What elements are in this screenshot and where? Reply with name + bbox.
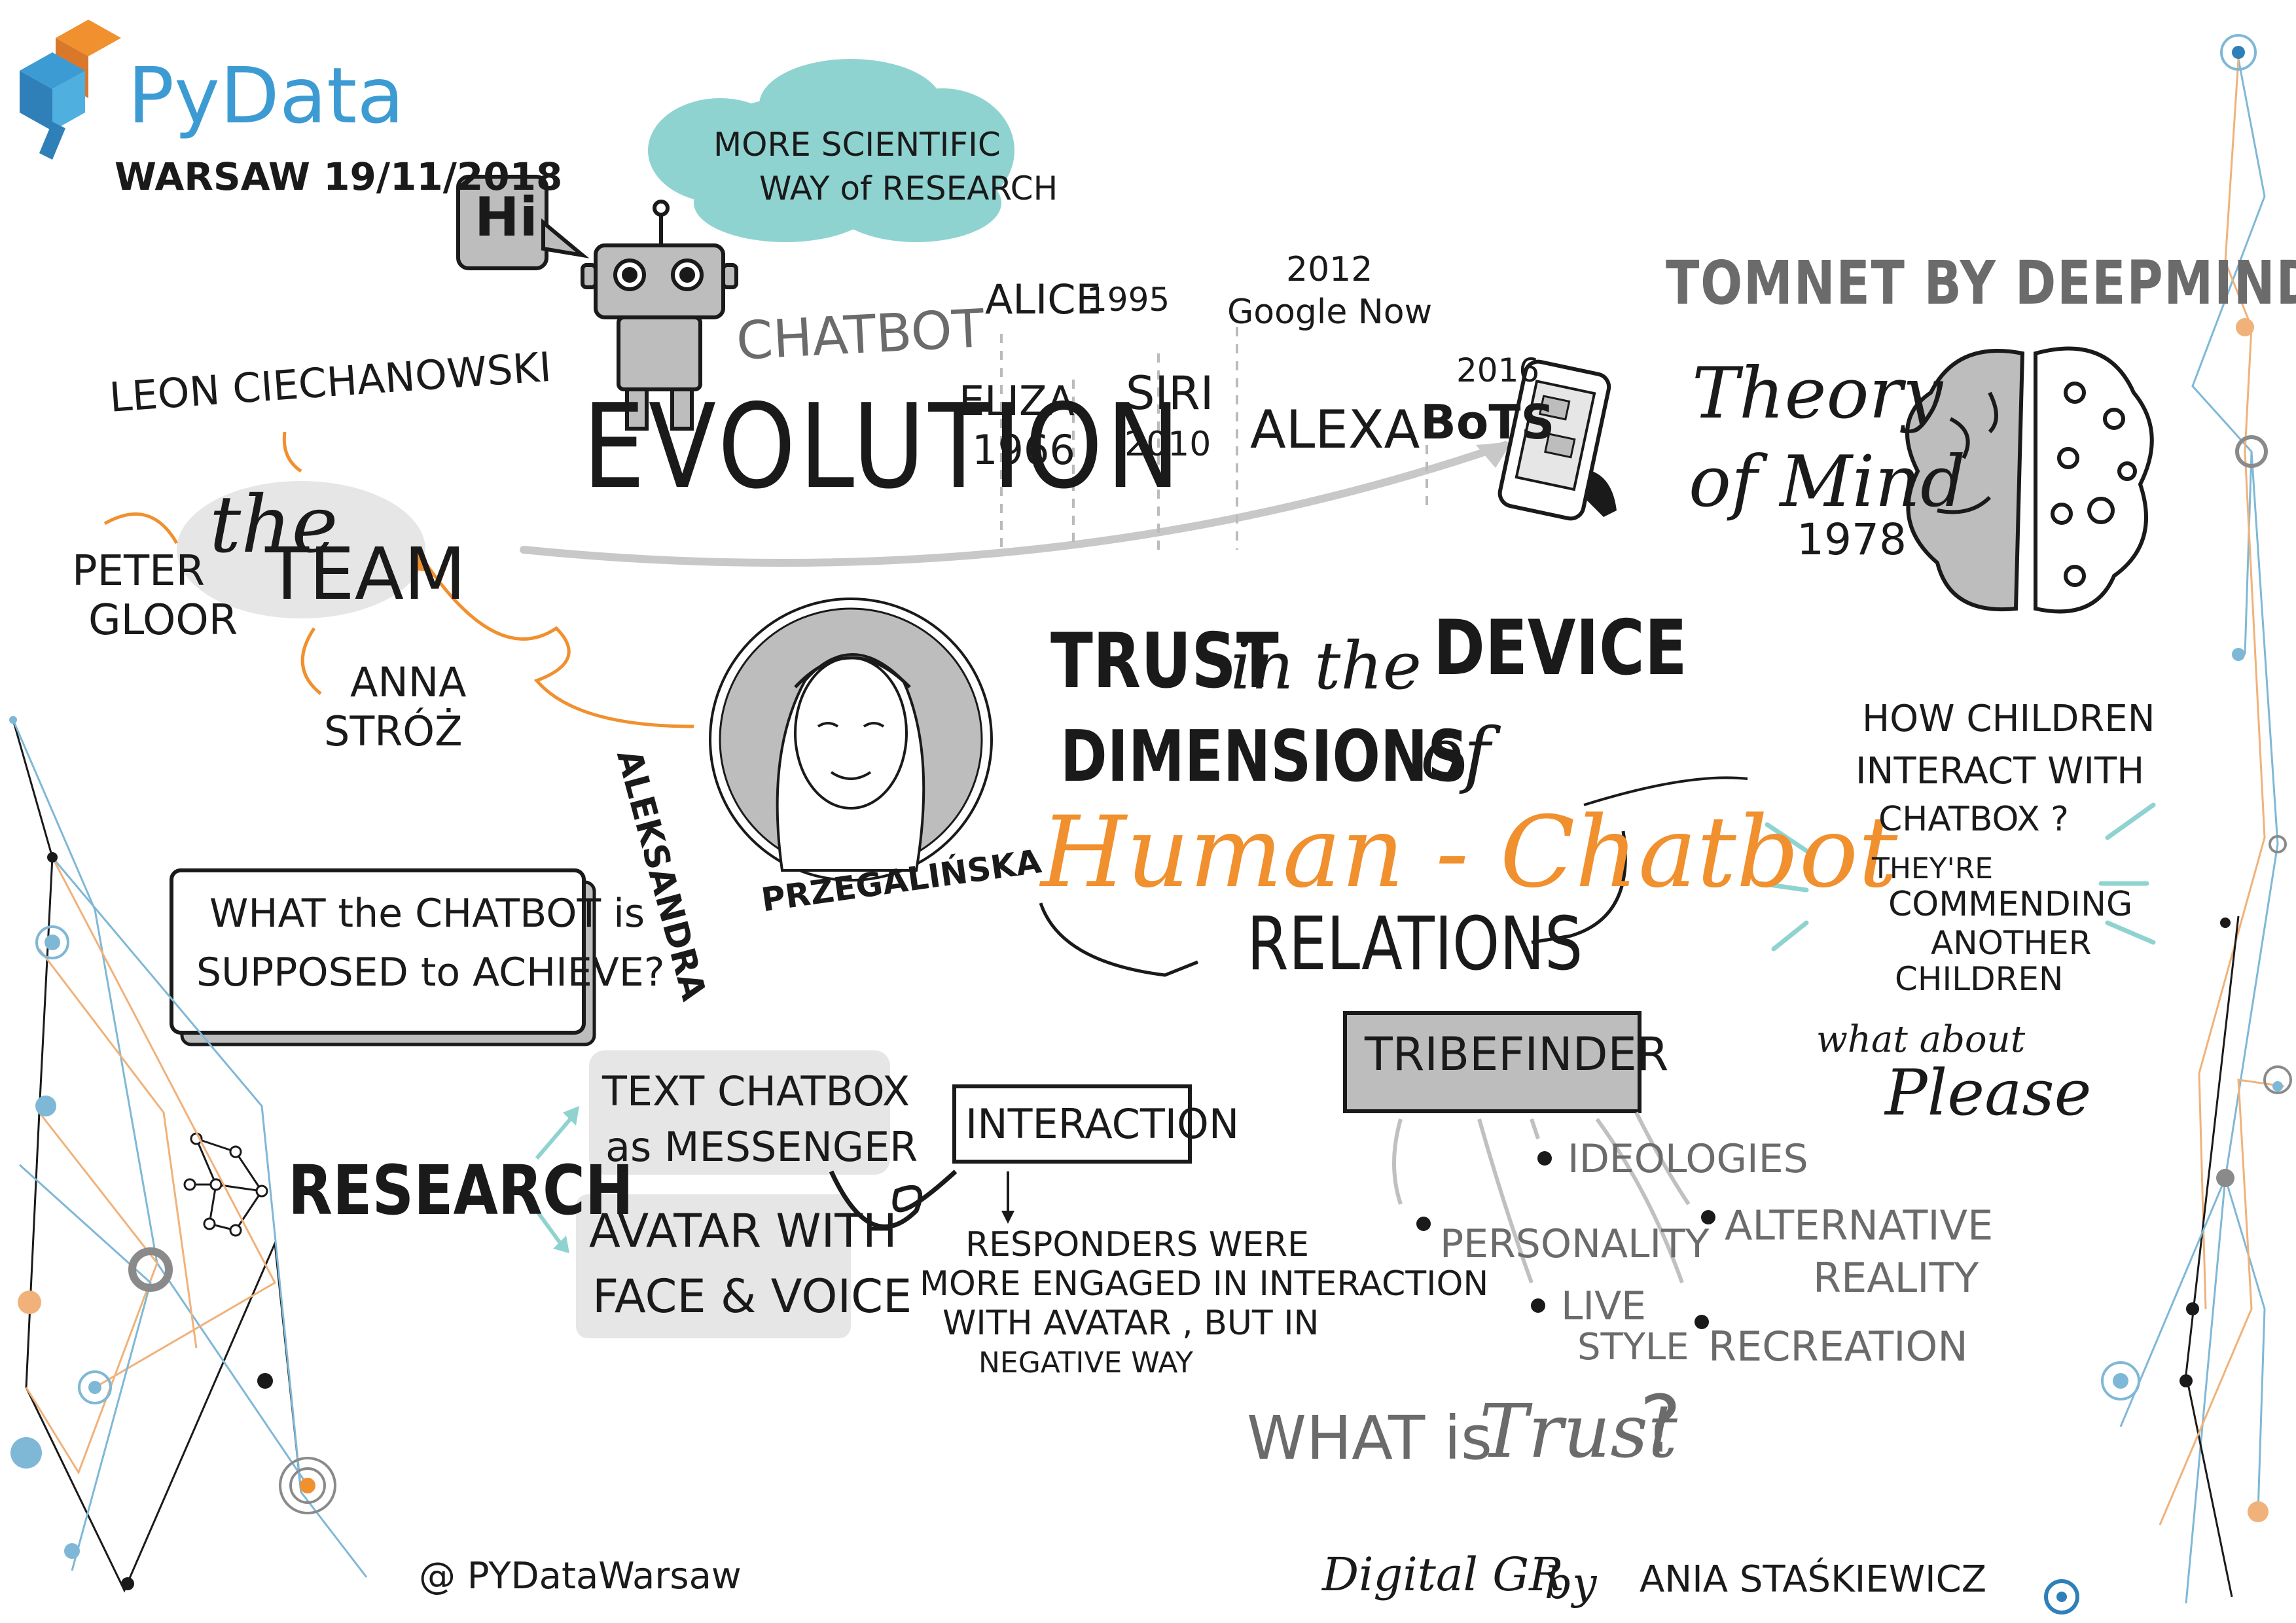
bullet-dots <box>1416 1151 1715 1329</box>
tribefinder-title: TRIBEFINDER <box>1365 1027 1669 1081</box>
question-line-2: SUPPOSED to ACHIEVE? <box>196 950 665 995</box>
speech-bubble-icon <box>456 175 590 270</box>
logo-text: PyData <box>128 50 404 141</box>
tribefinder-box <box>1343 1011 1641 1113</box>
research-finding-3: WITH AVATAR , BUT IN <box>942 1304 1319 1343</box>
timeline-arrow <box>520 441 1509 567</box>
timeline-bots: BoTS <box>1420 395 1555 450</box>
text-chatbox-bg <box>589 1050 890 1175</box>
pydata-logo-icon <box>20 20 121 160</box>
team-ellipse <box>177 481 425 618</box>
tribefinder-arrows <box>1392 1111 1691 1284</box>
research-option1-line1: TEXT CHATBOX <box>602 1067 910 1115</box>
research-finding-2: MORE ENGAGED IN INTERACTION <box>920 1264 1489 1304</box>
question-line-1: WHAT the CHATBOT is <box>209 891 645 936</box>
research-option2-line1: AVATAR WITH <box>589 1204 897 1258</box>
tribefinder-personality: PERSONALITY <box>1440 1221 1710 1267</box>
cloud-shape <box>648 59 1014 242</box>
children-line-5: COMMENDING <box>1888 885 2133 924</box>
timeline-googlenow-year: 2012 <box>1286 250 1373 289</box>
children-please: Please <box>1885 1056 2092 1130</box>
avatar-bg <box>576 1194 851 1338</box>
headline-in-the: in the <box>1230 628 1422 704</box>
children-line-6: ANOTHER <box>1931 924 2092 962</box>
team-member-anna: ANNA <box>350 658 467 706</box>
tomnet-mind: of Mind <box>1689 441 1966 523</box>
children-line-7: CHILDREN <box>1895 960 2064 998</box>
tomnet-title: TOMNET BY DEEPMIND <box>1666 248 2296 318</box>
tomnet-year: 1978 <box>1797 514 1907 565</box>
team-member-peter: PETER <box>72 547 206 596</box>
headline-of: of <box>1420 712 1490 796</box>
tribefinder-reality: REALITY <box>1813 1254 1979 1302</box>
timeline-alice-year: 1995 <box>1086 281 1170 319</box>
trust-question-c: ? <box>1640 1380 1681 1471</box>
smartphone-icon <box>1498 359 1617 521</box>
timeline-siri: SIRI <box>1126 366 1214 420</box>
left-network-nodes <box>9 716 336 1590</box>
right-network-nodes <box>2044 34 2292 1614</box>
headline-human-chatbot: Human - Chatbot <box>1041 796 1898 910</box>
children-line-4: THEY'RE <box>1872 852 1994 885</box>
interaction-box <box>952 1084 1192 1164</box>
timeline-googlenow: Google Now <box>1227 293 1433 332</box>
timeline-alice: ALICE <box>985 276 1102 323</box>
timeline-siri-year: 2010 <box>1124 425 1211 464</box>
team-member-stroz: STRÓŻ <box>324 707 463 755</box>
research-option2-line2: FACE & VOICE <box>592 1270 912 1323</box>
children-line-1: HOW CHILDREN <box>1862 698 2155 740</box>
headline-device: DEVICE <box>1433 604 1687 692</box>
footer-credit-b: by <box>1545 1558 1597 1609</box>
headline-trust: TRUST <box>1050 617 1279 705</box>
timeline-eliza: ELIZA <box>959 377 1075 425</box>
tomnet-theory: Theory <box>1692 353 1943 435</box>
team-member-gloor: GLOOR <box>88 596 238 645</box>
tribefinder-alternative: ALTERNATIVE <box>1725 1202 1994 1249</box>
tribefinder-style: STYLE <box>1577 1326 1689 1368</box>
timeline-ticks <box>1000 327 1428 550</box>
event-label: WARSAW 19/11/2018 <box>115 154 563 199</box>
research-option1-line2: as MESSENGER <box>605 1123 918 1171</box>
robot-icon <box>581 200 738 431</box>
footer-credit-a: Digital GR <box>1322 1548 1564 1601</box>
research-finding-1: RESPONDERS WERE <box>965 1225 1310 1264</box>
headline-dimensions: DIMENSIONS <box>1060 716 1469 798</box>
evolution-label: EVOLUTION <box>583 379 1184 514</box>
network-icon <box>183 1132 268 1237</box>
speaker-portrait <box>709 597 993 882</box>
footer-handle: @ PYDataWarsaw <box>419 1555 742 1597</box>
timeline-alexa: ALEXA <box>1250 399 1420 460</box>
research-finding-4: NEGATIVE WAY <box>978 1346 1193 1380</box>
trust-question-a: WHAT is <box>1247 1403 1492 1473</box>
tribefinder-ideologies: IDEOLOGIES <box>1568 1136 1808 1182</box>
interaction-label: INTERACTION <box>965 1100 1240 1148</box>
footer-credit-c: ANIA STAŚKIEWICZ <box>1640 1558 1987 1601</box>
tribefinder-live: LIVE <box>1561 1283 1647 1329</box>
greeting-text: Hi <box>475 187 538 249</box>
team-label: TEAM <box>265 532 466 616</box>
connector-team-speaker <box>423 562 694 728</box>
rays <box>1758 802 2156 952</box>
cloud-line-1: MORE SCIENTIFIC <box>713 126 1001 164</box>
children-line-2: INTERACT WITH <box>1856 750 2145 793</box>
chatbot-label: CHATBOT <box>734 298 986 372</box>
children-line-3: CHATBOX ? <box>1878 800 2069 839</box>
tribefinder-recreation: RECREATION <box>1708 1323 1968 1370</box>
trust-question-b: Trust <box>1479 1389 1677 1474</box>
cloud-line-2: WAY of RESEARCH <box>759 169 1058 207</box>
children-about: what about <box>1816 1018 2026 1061</box>
brain-icon <box>1905 346 2154 614</box>
question-box <box>170 868 596 1046</box>
timeline-bots-year: 2016 <box>1456 351 1540 389</box>
timeline-eliza-year: 1966 <box>972 426 1075 474</box>
research-label: RESEARCH <box>288 1150 634 1230</box>
headline-relations: RELATIONS <box>1247 902 1583 987</box>
team-label-the: the <box>209 480 338 571</box>
